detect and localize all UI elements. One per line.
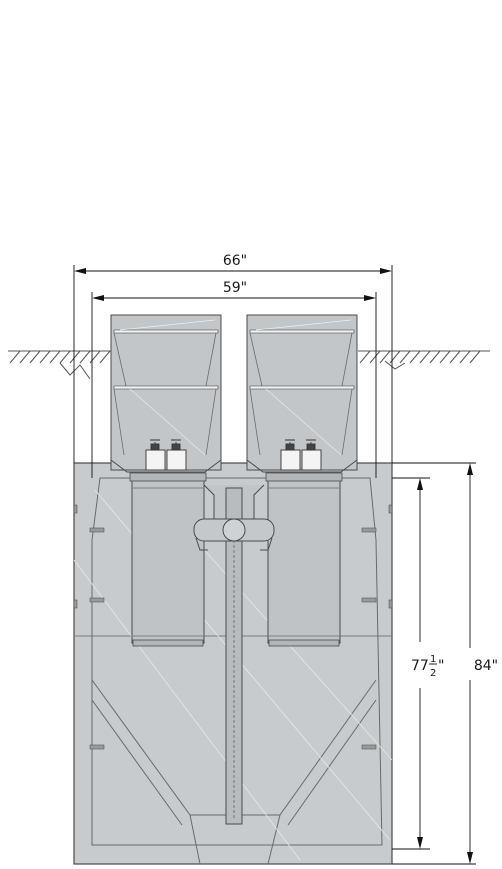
lifting-inserts xyxy=(73,504,393,750)
dim-inner-height-whole: 77 xyxy=(411,658,429,674)
dim-inner-height xyxy=(392,477,430,850)
dim-overall-height-label: 84" xyxy=(474,658,498,674)
pump-fittings-left xyxy=(145,439,187,471)
dim-overall-width xyxy=(73,265,393,463)
dim-inner-height-frac-den: 2 xyxy=(430,668,436,679)
dim-overall-height xyxy=(392,462,476,865)
pump-fittings-right xyxy=(280,439,322,471)
dim-overall-width-label: 66" xyxy=(223,253,247,269)
dim-inner-height-unit: " xyxy=(438,658,444,674)
ground-grade xyxy=(8,350,490,380)
center-manifold xyxy=(193,484,275,825)
dim-inner-width xyxy=(91,292,377,478)
filter-cartridge-left xyxy=(129,472,207,647)
riser-right xyxy=(246,314,358,473)
dim-inner-width-label: 59" xyxy=(223,280,247,296)
filter-cartridge-right xyxy=(265,472,343,647)
tank-inner-walls xyxy=(91,477,383,846)
dim-inner-height-frac-num: 1 xyxy=(430,654,436,665)
manifold-valve xyxy=(222,518,246,542)
riser-left xyxy=(110,314,222,473)
